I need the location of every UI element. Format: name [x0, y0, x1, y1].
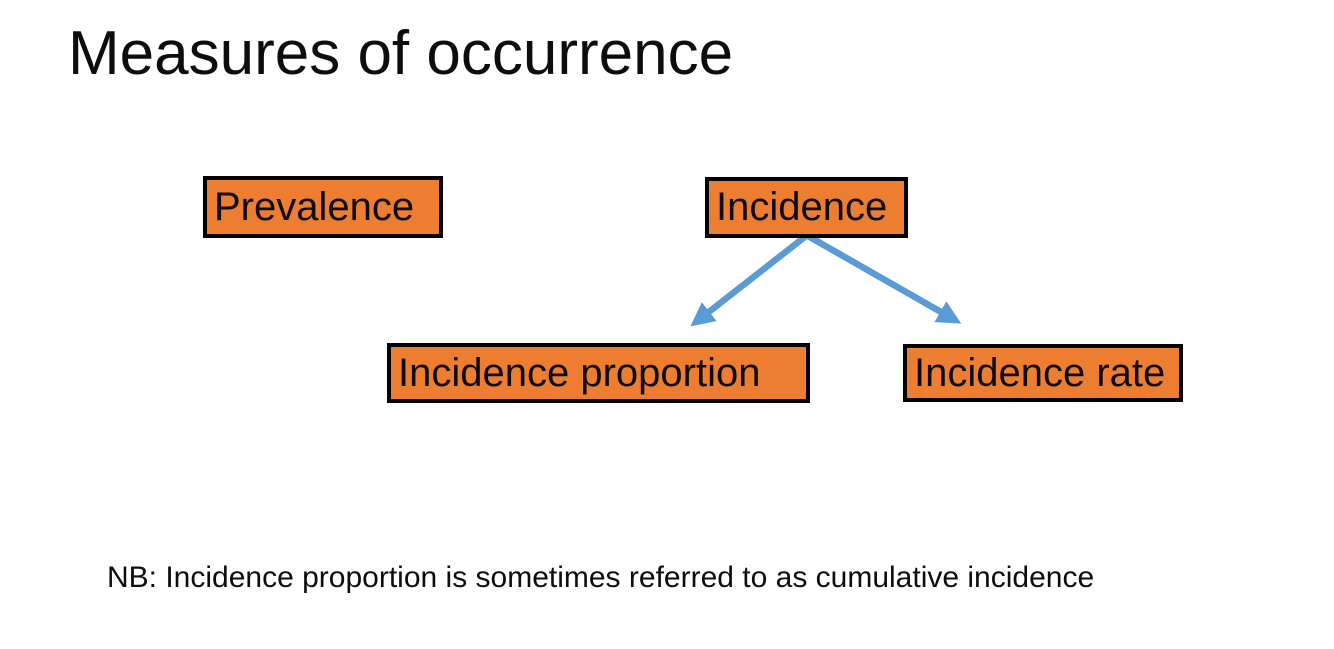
node-prevalence-label: Prevalence [214, 184, 415, 229]
node-incidence-proportion: Incidence proportion [387, 343, 810, 403]
node-incidence-proportion-label: Incidence proportion [398, 350, 761, 395]
arrow-incidence-to-proportion [690, 233, 809, 327]
node-incidence-rate-label: Incidence rate [914, 350, 1166, 395]
arrow-incidence-to-rate [806, 233, 962, 324]
node-incidence: Incidence [705, 177, 908, 238]
node-incidence-label: Incidence [716, 185, 888, 229]
node-prevalence: Prevalence [203, 176, 443, 238]
page-title: Measures of occurrence [68, 19, 734, 88]
slide-note: NB: Incidence proportion is sometimes re… [107, 561, 1095, 594]
node-incidence-rate: Incidence rate [903, 344, 1183, 402]
